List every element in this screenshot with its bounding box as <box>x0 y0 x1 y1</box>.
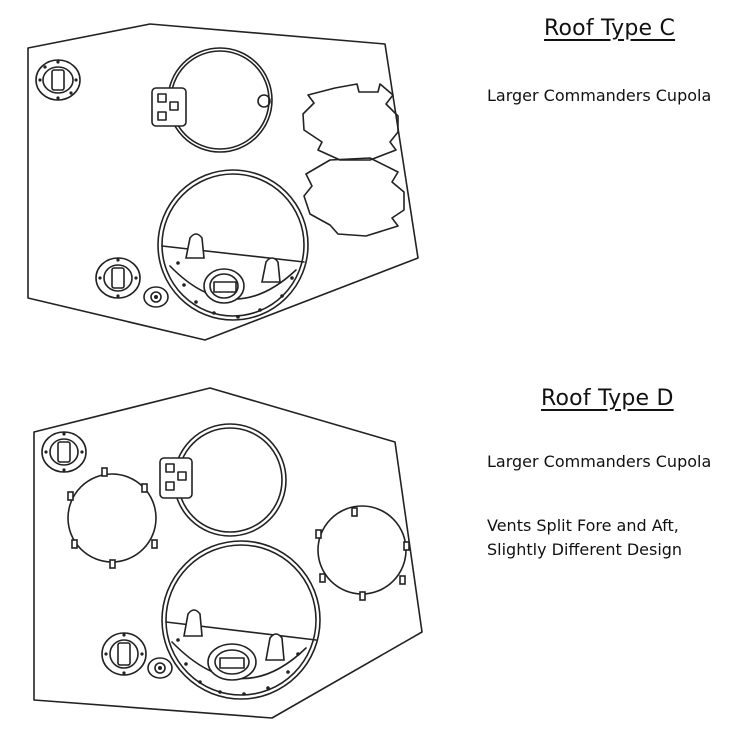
roof-d-hinge <box>159 457 193 499</box>
roof-d-outline <box>33 387 423 719</box>
roof-c-drawing <box>27 23 419 341</box>
roof-c-hinge <box>151 87 187 127</box>
roof-d-cupola <box>161 540 321 700</box>
roof-d-title: Roof Type D <box>541 386 674 411</box>
roof-c-outline <box>27 23 419 341</box>
roof-d-periscope-lower <box>101 632 147 676</box>
roof-c-small-port <box>143 286 169 308</box>
roof-c-periscope-left <box>35 59 81 101</box>
roof-c-caption: Larger Commanders Cupola <box>487 86 712 105</box>
roof-d-periscope-left <box>41 431 87 473</box>
roof-c-vent-upper <box>302 83 399 161</box>
roof-c-title: Roof Type C <box>544 16 676 41</box>
roof-c-periscope-lower <box>95 257 141 299</box>
roof-c-vent-lower <box>303 157 405 237</box>
roof-d-note-line2: Slightly Different Design <box>487 540 683 559</box>
roof-d-note: Vents Split Fore and Aft, Slightly Diffe… <box>487 514 727 562</box>
roof-d-vent-left <box>67 467 158 569</box>
roof-d-drawing <box>33 387 423 719</box>
roof-d-vent-right <box>315 505 410 601</box>
roof-c-cupola <box>157 169 309 321</box>
roof-d-note-line1: Vents Split Fore and Aft, <box>487 516 679 535</box>
roof-d-caption: Larger Commanders Cupola <box>487 452 712 471</box>
roof-d-small-port <box>147 657 173 679</box>
